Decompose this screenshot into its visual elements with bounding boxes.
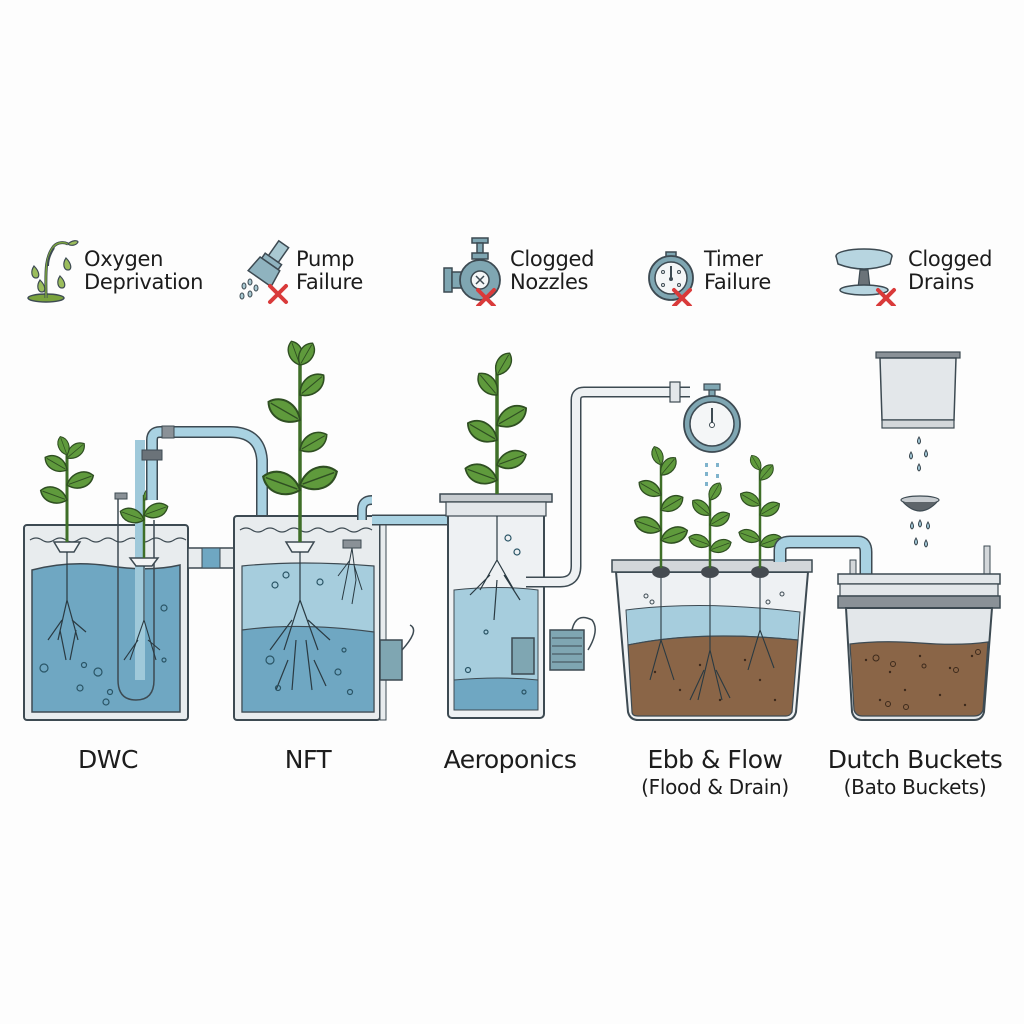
system-label-dwc: DWC	[40, 746, 176, 774]
legend-line1: Clogged	[908, 247, 993, 271]
legend-line1: Clogged	[510, 247, 595, 271]
legend-line1: Pump	[296, 247, 355, 271]
valve-pump-icon	[440, 236, 506, 308]
system-label-ebb-flow: Ebb & Flow (Flood & Drain)	[620, 746, 810, 800]
legend-item-pump-failure: Pump Failure	[236, 236, 363, 306]
system-subtitle: (Flood & Drain)	[641, 775, 789, 799]
stopwatch-icon	[644, 236, 700, 308]
legend-label: Timer Failure	[704, 248, 771, 294]
system-label-aeroponics: Aeroponics	[430, 746, 590, 774]
legend-label: Oxygen Deprivation	[84, 248, 203, 294]
system-label-nft: NFT	[240, 746, 376, 774]
legend-item-clogged-nozzles: Clogged Nozzles	[440, 236, 594, 308]
legend-line2: Nozzles	[510, 270, 589, 294]
legend-item-oxygen-deprivation: Oxygen Deprivation	[24, 236, 203, 306]
wilting-plant-icon	[24, 236, 80, 306]
ebb-flow-timer	[683, 383, 741, 492]
system-subtitle: (Bato Buckets)	[843, 775, 987, 799]
system-name: NFT	[284, 745, 332, 774]
legend-label: Clogged Nozzles	[510, 248, 594, 294]
system-name: Dutch Buckets	[827, 745, 1003, 774]
aeroponics-tank	[439, 349, 596, 719]
drain-dish-icon	[834, 236, 904, 308]
legend-item-clogged-drains: Clogged Drains	[834, 236, 992, 308]
spray-nozzle-icon	[236, 236, 292, 306]
system-name: DWC	[78, 745, 138, 774]
legend-item-timer-failure: Timer Failure	[644, 236, 771, 308]
nft-tank	[233, 338, 415, 721]
legend-line1: Timer	[704, 247, 763, 271]
legend-line2: Drains	[908, 270, 974, 294]
legend-line2: Failure	[704, 270, 771, 294]
system-label-dutch-buckets: Dutch Buckets (Bato Buckets)	[818, 746, 1012, 800]
dwc-tank	[23, 434, 189, 721]
legend-line1: Oxygen	[84, 247, 164, 271]
legend-line2: Deprivation	[84, 270, 204, 294]
dutch-bucket	[837, 351, 1001, 721]
system-name: Aeroponics	[443, 745, 577, 774]
legend-label: Clogged Drains	[908, 248, 992, 294]
system-name: Ebb & Flow	[647, 745, 784, 774]
legend-line2: Failure	[296, 270, 363, 294]
legend-label: Pump Failure	[296, 248, 363, 294]
ebb-flow-tray	[611, 444, 813, 721]
